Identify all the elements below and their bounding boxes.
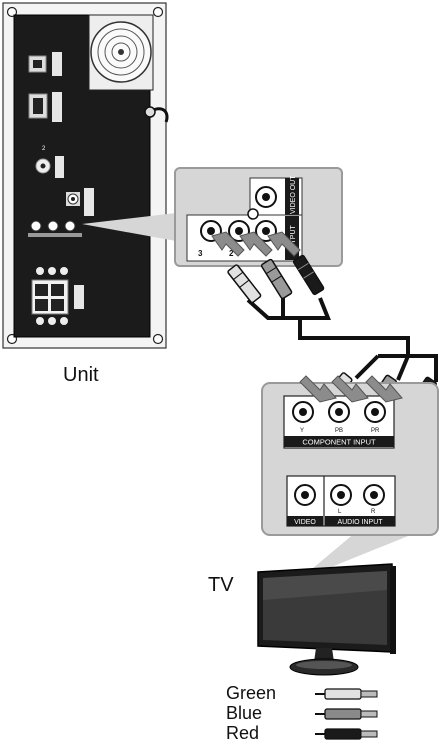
screw-icon [152, 333, 164, 345]
fan-vent-icon [88, 14, 154, 91]
audio-r-label: R [371, 509, 376, 515]
optical-port-icon [28, 52, 62, 76]
arrow-icon [331, 375, 369, 403]
unit-label: Unit [63, 364, 99, 386]
green-plug-icon [227, 264, 262, 304]
arrow-icon [211, 231, 245, 257]
arrow-icon [239, 231, 273, 257]
tv-callout: Y PB PR COMPONENT INPUT L R VIDEO [261, 375, 439, 574]
component-input-label: COMPONENT INPUT [302, 438, 376, 447]
tv-icon [257, 563, 396, 676]
screw-icon [6, 6, 18, 18]
svg-text:2: 2 [42, 146, 46, 152]
component-input-jacks [292, 401, 386, 423]
blue-plug-icon [260, 258, 293, 300]
legend-label-green: Green [226, 683, 277, 703]
red-cable-plug-icon [315, 728, 378, 740]
audio-l-jack-icon [330, 484, 352, 506]
screw-icon [152, 6, 164, 18]
arrow-icon [365, 375, 403, 403]
audio-r-jack-icon [363, 484, 385, 506]
video-label: VIDEO [294, 519, 316, 526]
unit-rear-panel: 2 [2, 2, 169, 349]
pb-label: PB [335, 428, 343, 434]
unit-video-out-jacks [28, 188, 94, 237]
audio-input-label: AUDIO INPUT [337, 519, 383, 526]
green-cable-plug-icon [315, 688, 378, 700]
speaker-terminals-icon [31, 267, 84, 325]
blue-cable-plug-icon [315, 708, 378, 720]
arrow-icon [299, 375, 337, 403]
video-input-jack-icon [294, 484, 316, 506]
legend-label-blue: Blue [226, 703, 263, 723]
pr-label: PR [371, 428, 380, 434]
audio-l-label: L [338, 509, 342, 515]
red-plug-icon [292, 254, 325, 296]
port-number-3: 3 [198, 249, 203, 258]
tv-label: TV [208, 574, 234, 596]
hdmi-port-icon [28, 92, 62, 122]
y-label: Y [300, 428, 304, 434]
arrow-icon [267, 231, 301, 257]
output-label: OUTPUT [290, 225, 297, 255]
legend-plugs [315, 688, 378, 740]
video-out-label: VIDEO OUT [290, 175, 297, 214]
legend-label-red: Red [226, 723, 260, 743]
port-number-2: 2 [229, 249, 234, 258]
antenna-port-icon: 2 [35, 146, 64, 178]
